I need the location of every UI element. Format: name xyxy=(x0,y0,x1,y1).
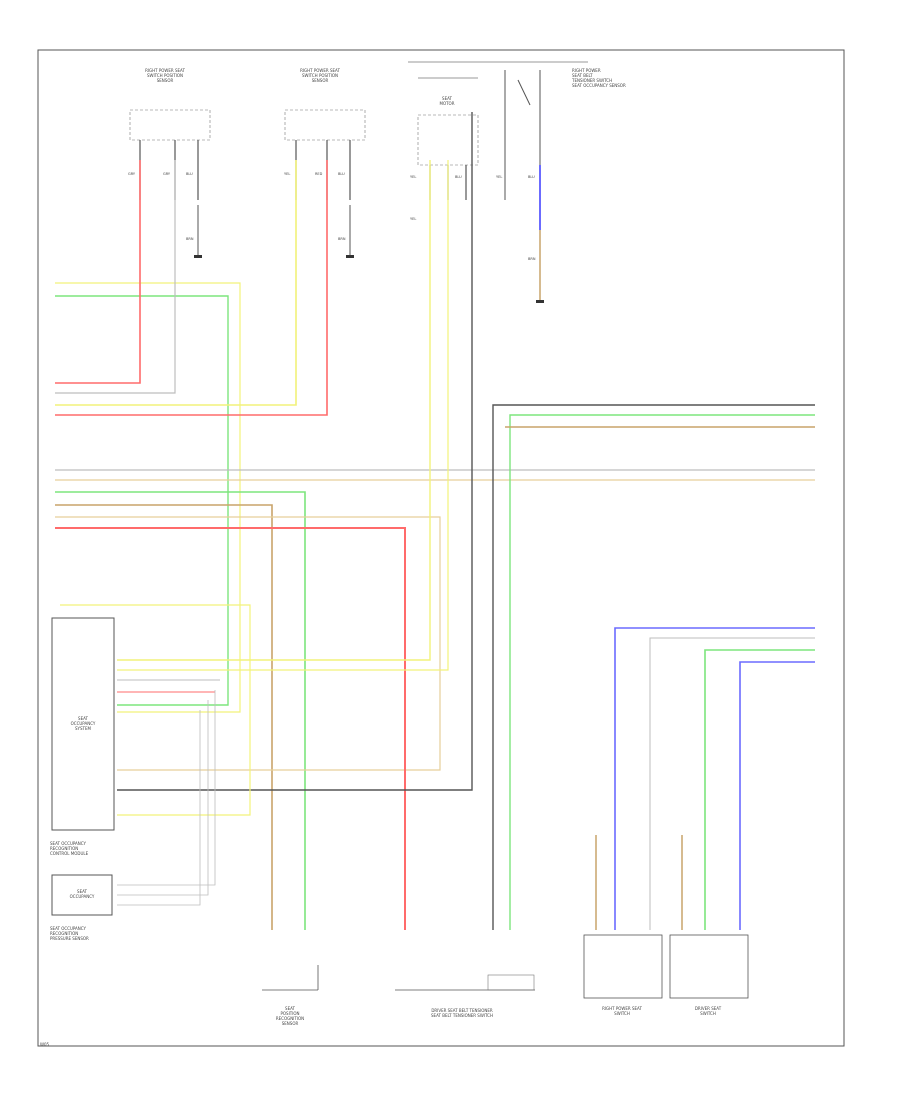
wire-dark-module xyxy=(117,112,473,791)
wire-yellow-upper xyxy=(55,282,241,713)
svg-text:YEL: YEL xyxy=(284,172,290,176)
wire-yellow-top xyxy=(55,160,297,406)
svg-text:GRY: GRY xyxy=(163,172,171,176)
wire-dark-right xyxy=(492,404,815,930)
svg-text:BLU: BLU xyxy=(186,172,193,176)
wire-ps-3 xyxy=(117,710,201,906)
wire-red-top-left xyxy=(55,160,141,384)
control-module-box xyxy=(51,617,115,831)
frame xyxy=(37,49,845,1047)
wire-gray-right xyxy=(649,637,815,930)
svg-text:YEL: YEL xyxy=(410,175,416,179)
svg-text:BLU: BLU xyxy=(528,175,535,179)
pressure-sensor-box xyxy=(51,874,113,916)
wire-green-mid xyxy=(55,491,306,930)
wire-yellow-module-2 xyxy=(117,160,449,671)
svg-text:YEL: YEL xyxy=(496,175,502,179)
svg-text:BLU: BLU xyxy=(455,175,462,179)
svg-text:BRN: BRN xyxy=(338,237,346,241)
wire-brown-mid xyxy=(55,504,273,930)
wire-ps-1 xyxy=(117,690,216,886)
svg-text:GRY: GRY xyxy=(128,172,136,176)
wire-gray-top-left xyxy=(55,160,176,394)
svg-text:BLU: BLU xyxy=(338,172,345,176)
svg-text:BRN: BRN xyxy=(186,237,194,241)
wire-blue-right xyxy=(614,627,815,930)
footer-code: W05 xyxy=(40,1042,50,1047)
wire-red-top xyxy=(55,160,328,416)
wires xyxy=(55,112,815,930)
wire-red-lower xyxy=(55,527,406,930)
wire-green-right xyxy=(509,414,815,930)
wire-tan-lower xyxy=(55,516,441,771)
wire-ps-2 xyxy=(117,700,209,896)
wire-blue-right-lower xyxy=(739,661,815,930)
wire-green-upper xyxy=(55,295,229,706)
wire-yellow-module xyxy=(117,160,431,661)
wire-yellow-loop xyxy=(60,604,251,816)
svg-text:YEL: YEL xyxy=(410,217,416,221)
sensor-box-1 xyxy=(129,109,211,141)
svg-text:BRN: BRN xyxy=(528,257,536,261)
wire-green-right-lower xyxy=(704,649,815,930)
svg-text:RED: RED xyxy=(315,172,323,176)
